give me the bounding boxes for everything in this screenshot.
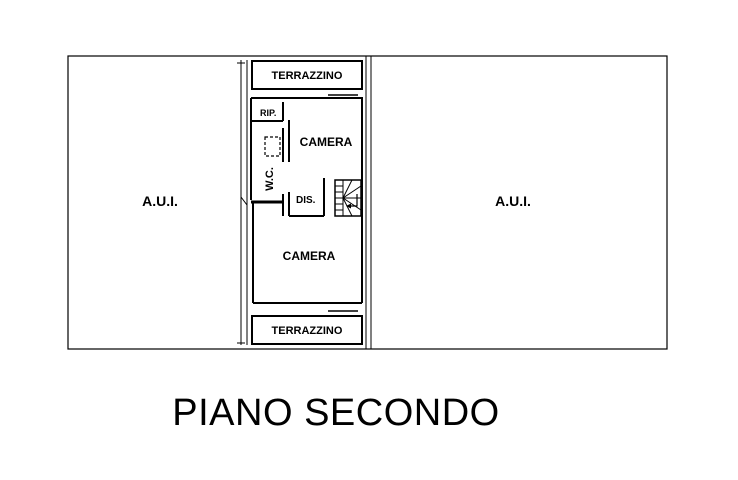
right-party-wall <box>365 56 372 349</box>
bedroom-top-label: CAMERA <box>300 135 353 149</box>
terrace-top-label: TERRAZZINO <box>272 70 343 82</box>
interior-partitions <box>251 102 325 217</box>
wc-label: W.C. <box>264 167 276 191</box>
storage-label: RIP. <box>260 108 276 118</box>
terrace-bottom-label: TERRAZZINO <box>272 325 343 337</box>
floor-plan: A.U.I. A.U.I. TERRAZZINO TERRAZZINO RIP.… <box>67 55 668 350</box>
wc-fixture-icon <box>264 136 281 157</box>
left-party-wall <box>237 60 248 345</box>
left-unit-label: A.U.I. <box>142 193 178 209</box>
hall-label: DIS. <box>296 195 316 206</box>
apartment-walls <box>250 97 363 304</box>
right-unit-label: A.U.I. <box>495 193 531 209</box>
bedroom-bottom-label: CAMERA <box>283 249 336 263</box>
terrace-bottom <box>251 315 363 345</box>
floor-title: PIANO SECONDO <box>172 392 500 434</box>
building-outline <box>67 55 668 350</box>
terrace-top <box>251 60 363 90</box>
stairs-icon <box>334 179 362 217</box>
